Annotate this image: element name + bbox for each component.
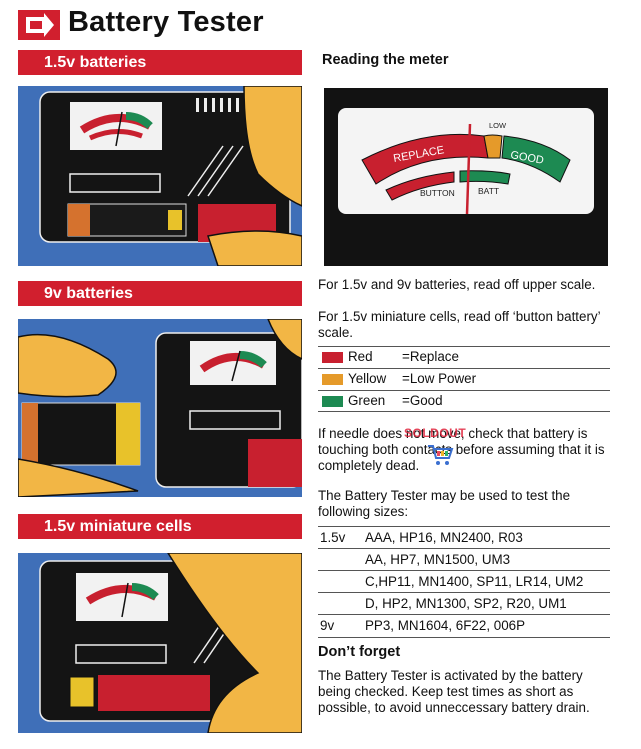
size-list: AAA, HP16, MN2400, R03	[365, 530, 523, 545]
section-bar-1-5v: 1.5v batteries	[18, 50, 302, 75]
yellow-swatch	[322, 374, 343, 385]
size-list: PP3, MN1604, 6F22, 006P	[365, 618, 526, 633]
legend-meaning: =Good	[402, 393, 443, 408]
legend-name: Green	[348, 393, 386, 408]
meter-heading: Reading the meter	[322, 52, 449, 68]
dont-forget-heading: Don’t forget	[318, 644, 401, 660]
size-voltage: 1.5v	[320, 530, 346, 545]
meter-low-label: LOW	[489, 121, 507, 130]
page-title: Battery Tester	[68, 6, 264, 38]
sizes-intro: The Battery Tester may be used to test t…	[318, 488, 571, 519]
meter-illustration: REPLACE LOW GOOD BUTTON BATT	[324, 88, 608, 266]
size-row: C,HP11, MN1400, SP11, LR14, UM2	[318, 570, 610, 593]
size-list: AA, HP7, MN1500, UM3	[365, 552, 511, 567]
soldout-watermark: SOLDOUT	[404, 426, 467, 440]
size-row: 1.5v AAA, HP16, MN2400, R03	[318, 526, 610, 549]
size-list: D, HP2, MN1300, SP2, R20, UM1	[365, 596, 567, 611]
dont-forget-text: The Battery Tester is activated by the b…	[318, 668, 590, 715]
legend-row-green: Green =Good	[318, 390, 610, 412]
instruction-upper-scale: For 1.5v and 9v batteries, read off uppe…	[318, 277, 596, 292]
shopping-cart-icon	[428, 445, 454, 465]
section-bar-9v: 9v batteries	[18, 281, 302, 306]
illustration-miniature	[18, 553, 302, 733]
legend-meaning: =Low Power	[402, 371, 477, 386]
meter-button-label: BUTTON	[420, 188, 455, 198]
size-row: D, HP2, MN1300, SP2, R20, UM1	[318, 592, 610, 615]
illustration-9v	[18, 319, 302, 497]
section-bar-miniature: 1.5v miniature cells	[18, 514, 302, 539]
legend-meaning: =Replace	[402, 349, 459, 364]
size-row: 9v PP3, MN1604, 6F22, 006P	[318, 614, 610, 638]
needle-note: If needle does not move, check that batt…	[318, 426, 605, 473]
green-swatch	[322, 396, 343, 407]
legend-row-yellow: Yellow =Low Power	[318, 368, 610, 389]
arrow-logo-icon	[18, 10, 60, 40]
legend-name: Red	[348, 349, 373, 364]
size-list: C,HP11, MN1400, SP11, LR14, UM2	[365, 574, 584, 589]
meter-batt-label: BATT	[478, 186, 499, 196]
legend-row-red: Red =Replace	[318, 346, 610, 367]
instruction-button-scale: For 1.5v miniature cells, read off ‘butt…	[318, 309, 601, 340]
size-row: AA, HP7, MN1500, UM3	[318, 548, 610, 571]
meter-good-label: GOOD	[509, 149, 544, 167]
red-swatch	[322, 352, 343, 363]
size-voltage: 9v	[320, 618, 335, 633]
legend-name: Yellow	[348, 371, 387, 386]
illustration-1-5v	[18, 86, 302, 266]
